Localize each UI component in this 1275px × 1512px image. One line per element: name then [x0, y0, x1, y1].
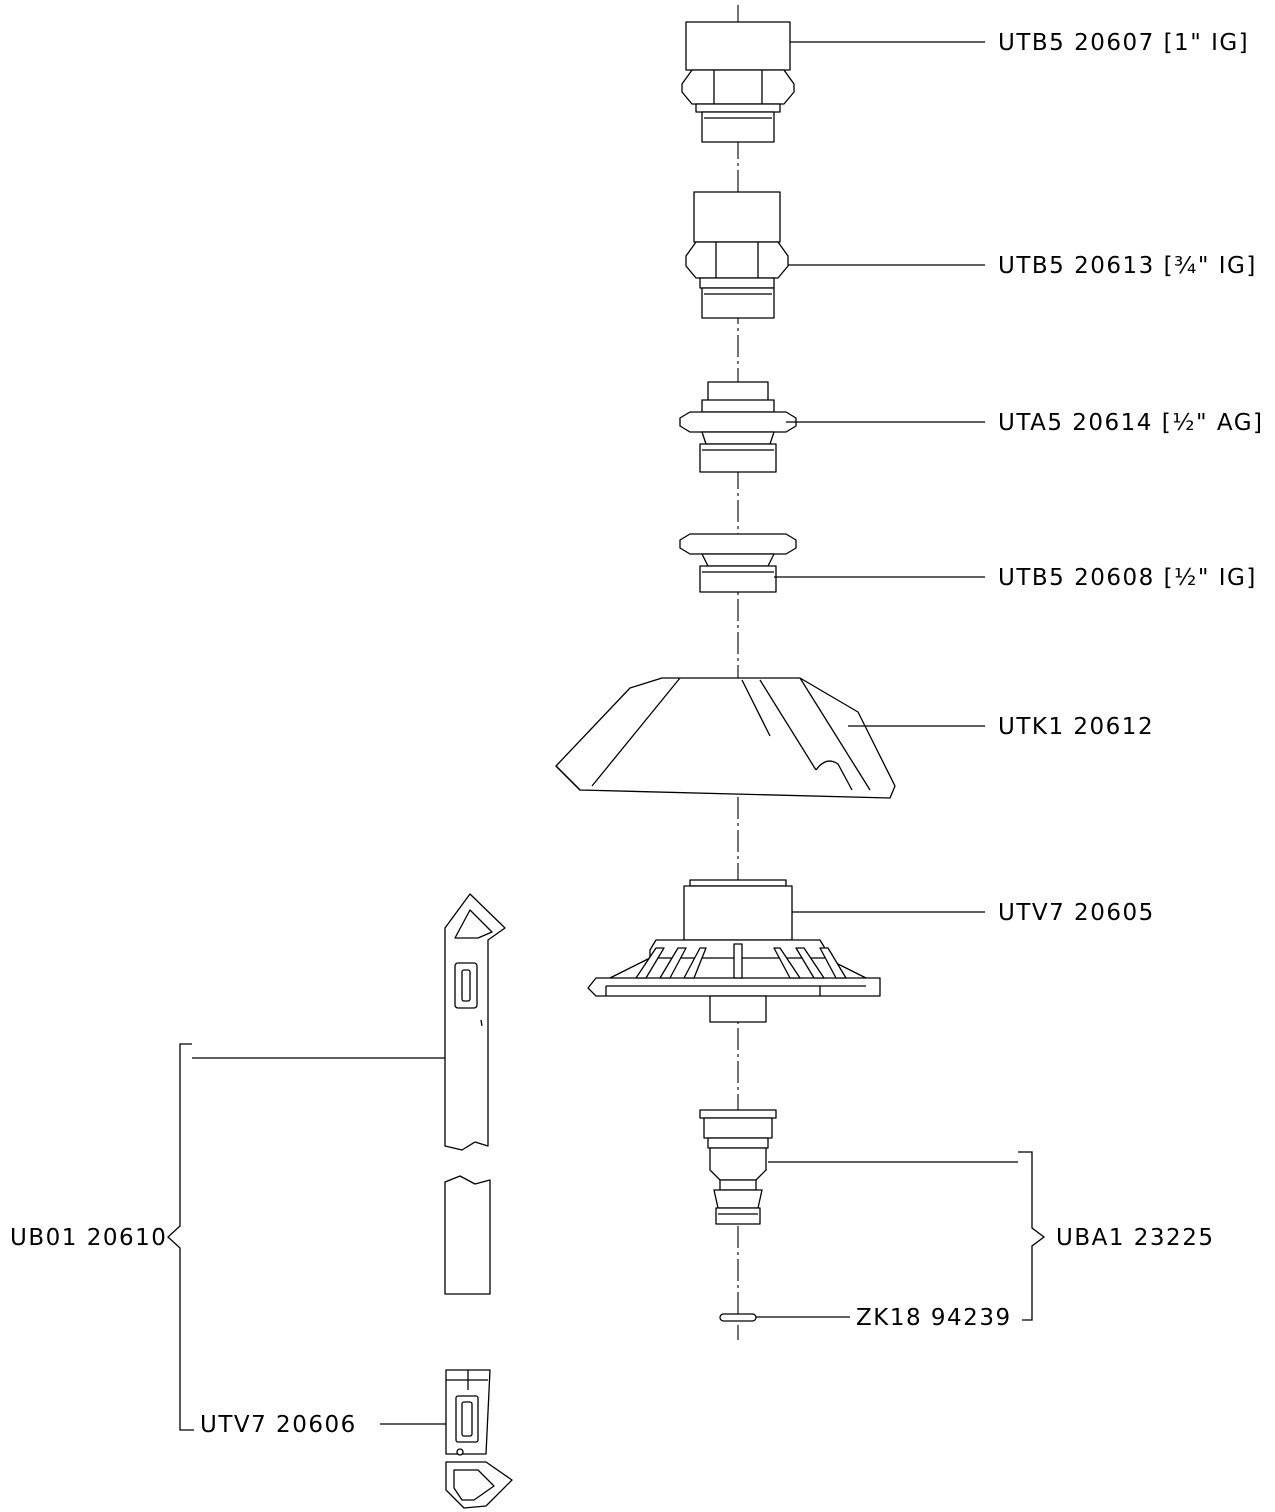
adapter-1in-ig [681, 21, 795, 143]
label-uta5-12in: UTA5 20614 [½" AG] [998, 410, 1264, 436]
label-utb5-1in: UTB5 20607 [1" IG] [998, 30, 1249, 56]
label-utb5-34in: UTB5 20613 [¾" IG] [998, 253, 1257, 279]
label-uba1: UBA1 23225 [1056, 1225, 1214, 1251]
cone-cover [555, 677, 896, 799]
bar-upper-section [444, 893, 506, 1151]
quick-connector [699, 1109, 777, 1225]
label-zk18: ZK18 94239 [856, 1305, 1012, 1331]
label-utv7-20605: UTV7 20605 [998, 900, 1155, 926]
leader-lines [167, 41, 1046, 1431]
label-utv7-20606: UTV7 20606 [200, 1412, 357, 1438]
bar-end-cap [445, 1369, 513, 1509]
o-ring [719, 1313, 757, 1322]
base-housing [587, 879, 881, 1023]
adapter-34in-ig [685, 191, 789, 319]
label-utb5-12in: UTB5 20608 [½" IG] [998, 565, 1257, 591]
adapter-12in-ag [679, 381, 797, 473]
label-utk1: UTK1 20612 [998, 714, 1154, 740]
bar-lower-section [444, 1175, 491, 1295]
adapter-12in-ig [679, 533, 797, 593]
label-ub01: UB01 20610 [10, 1225, 167, 1251]
